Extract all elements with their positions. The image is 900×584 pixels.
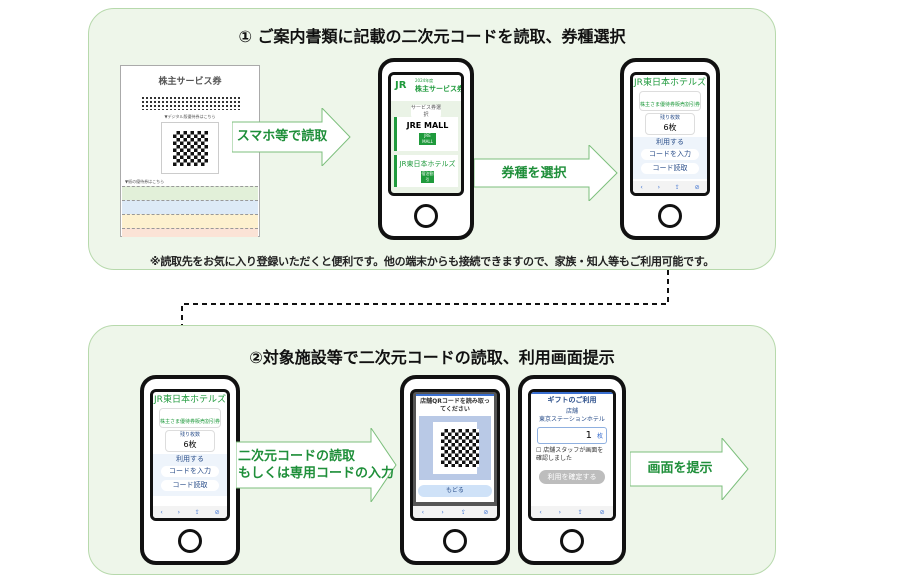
arrow-read-label-2: もしくは専用コードの入力 bbox=[238, 466, 395, 481]
enter-code-button[interactable]: コードを入力 bbox=[641, 149, 699, 160]
home-button bbox=[658, 204, 682, 228]
browser-nav[interactable]: ‹›⇪⊘ bbox=[153, 506, 227, 518]
staff-confirm-label: 店舗スタッフが画面を確認しました bbox=[536, 447, 604, 462]
qr-code bbox=[441, 429, 479, 467]
remaining-label: 残り枚数 bbox=[179, 432, 200, 438]
arrow-read: 二次元コードの読取 もしくは専用コードの入力 bbox=[236, 428, 398, 502]
arrow-select: 券種を選択 bbox=[474, 145, 619, 201]
phone-scan: 店舗QRコードを読み取ってください もどる ‹›⇪⊘ bbox=[400, 375, 510, 565]
ticket-brand: JR東日本ホテルズ bbox=[154, 395, 226, 405]
scan-code-button[interactable]: コード読取 bbox=[161, 480, 219, 491]
quantity-value: 1 bbox=[585, 430, 592, 441]
coupon-name: 株主さま優待券販売割引券 bbox=[640, 102, 701, 108]
arrow-show-label: 画面を提示 bbox=[647, 461, 713, 476]
home-button bbox=[414, 204, 438, 228]
year-label: 2024年度 bbox=[415, 78, 434, 83]
dotted-code bbox=[141, 96, 241, 110]
use-label: 利用する bbox=[176, 455, 204, 463]
qr-label: ▼デジタル版優待券はこちら bbox=[164, 114, 216, 119]
enter-code-button[interactable]: コードを入力 bbox=[161, 466, 219, 477]
arrow-select-label: 券種を選択 bbox=[501, 166, 567, 181]
phone-use: ギフトのご利用 店舗 東京ステーションホテル 1 枚 ☐ 店舗スタッフが画面を確… bbox=[518, 375, 626, 565]
arrow-scan: スマホ等で読取 bbox=[232, 108, 352, 166]
scan-screen: 店舗QRコードを読み取ってください もどる ‹›⇪⊘ bbox=[410, 389, 500, 521]
card-jre-mall-title: JRE MALL bbox=[406, 121, 449, 130]
step1-title: ① ご案内書類に記載の二次元コードを読取、券種選択 bbox=[238, 27, 626, 46]
select-title: 株主サービス券 bbox=[415, 85, 464, 93]
back-button[interactable]: もどる bbox=[418, 485, 492, 497]
quantity-unit: 枚 bbox=[596, 433, 603, 440]
staff-confirm-checkbox[interactable]: ☐ 店舗スタッフが画面を確認しました bbox=[536, 447, 604, 462]
facility-name: 東京ステーションホテル bbox=[539, 416, 605, 423]
card-jr-hotels[interactable]: JR東日本ホテルズ 宿泊割引 bbox=[394, 155, 458, 187]
card-jr-hotels-button[interactable]: 宿泊割引 bbox=[421, 171, 434, 183]
use-label: 利用する bbox=[656, 138, 684, 146]
camera-view bbox=[419, 416, 491, 480]
home-button bbox=[443, 529, 467, 553]
card-jre-mall[interactable]: JRE MALL JRE MALL bbox=[394, 117, 458, 151]
home-button bbox=[178, 529, 202, 553]
scan-code-button[interactable]: コード読取 bbox=[641, 163, 699, 174]
coupon-name: 株主さま優待券販売割引券 bbox=[160, 419, 221, 425]
remaining-label: 残り枚数 bbox=[659, 115, 680, 121]
qr-frame bbox=[161, 122, 219, 174]
section-label: サービス券選択 bbox=[411, 105, 442, 119]
phone-ticket-2: JR東日本ホテルズ 株主さま優待券販売割引券 残り枚数 6枚 利用する コードを… bbox=[140, 375, 240, 565]
home-button bbox=[560, 529, 584, 553]
document-title: 株主サービス券 bbox=[158, 77, 222, 87]
qr-code bbox=[173, 131, 208, 166]
phone-select: JR 2024年度 株主サービス券 サービス券選択 JRE MALL JRE M… bbox=[378, 58, 474, 240]
scan-title: 店舗QRコードを読み取ってください bbox=[420, 398, 490, 413]
ticket-brand: JR東日本ホテルズ bbox=[634, 78, 706, 88]
use-screen: ギフトのご利用 店舗 東京ステーションホテル 1 枚 ☐ 店舗スタッフが画面を確… bbox=[528, 389, 616, 521]
phone-ticket: JR東日本ホテルズ 株主さま優待券販売割引券 残り枚数 6枚 利用する コードを… bbox=[620, 58, 720, 240]
card-jr-hotels-title: JR東日本ホテルズ bbox=[399, 160, 456, 168]
select-screen: JR 2024年度 株主サービス券 サービス券選択 JRE MALL JRE M… bbox=[388, 72, 464, 196]
usage-note: ※読取先をお気に入り登録いただくと便利です。他の端末からも接続できますので、家族… bbox=[149, 255, 715, 268]
use-title: ギフトのご利用 bbox=[547, 396, 597, 404]
remaining-count: 6枚 bbox=[183, 440, 197, 449]
facility-label: 店舗 bbox=[565, 408, 578, 415]
arrow-read-label-1: 二次元コードの読取 bbox=[238, 449, 356, 464]
browser-nav[interactable]: ‹›⇪⊘ bbox=[633, 181, 707, 193]
arrow-show: 画面を提示 bbox=[630, 438, 750, 500]
browser-nav[interactable]: ‹›⇪⊘ bbox=[413, 506, 497, 518]
browser-nav[interactable]: ‹›⇪⊘ bbox=[531, 506, 613, 518]
arrow-scan-label: スマホ等で読取 bbox=[236, 129, 328, 144]
remaining-count: 6枚 bbox=[663, 123, 677, 132]
ticket-screen-2: JR東日本ホテルズ 株主さま優待券販売割引券 残り枚数 6枚 利用する コードを… bbox=[150, 389, 230, 521]
quantity-field[interactable]: 1 枚 bbox=[537, 427, 607, 444]
confirm-button[interactable]: 利用を確定する bbox=[539, 470, 605, 484]
card-jre-mall-button[interactable]: JRE MALL bbox=[419, 133, 436, 145]
ticket-screen: JR東日本ホテルズ 株主さま優待券販売割引券 残り枚数 6枚 利用する コードを… bbox=[630, 72, 710, 196]
step2-title: ②対象施設等で二次元コードの読取、利用画面提示 bbox=[249, 348, 615, 367]
paper-label: ▼紙の優待券はこちら bbox=[125, 179, 165, 184]
